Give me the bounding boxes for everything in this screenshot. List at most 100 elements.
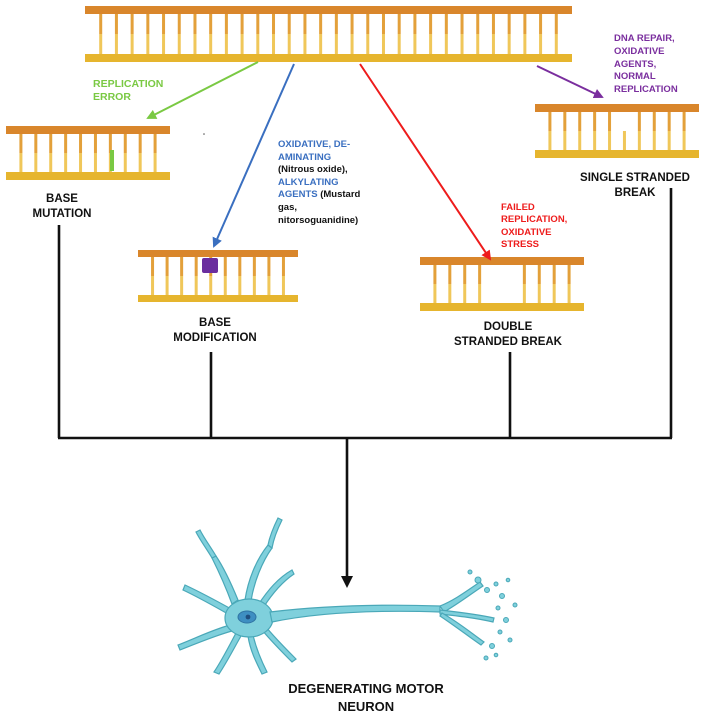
failed-replication-line-1: FAILED <box>501 202 535 213</box>
base-pair-top <box>64 134 68 153</box>
dna-repair-arrow <box>536 65 604 99</box>
base-pair-bottom <box>381 34 385 54</box>
base-pair-bottom <box>522 284 526 303</box>
base-pair-bottom <box>34 153 38 172</box>
base-pair-top <box>130 14 134 34</box>
replication-error-line-1: REPLICATION <box>93 78 164 90</box>
base-pair-bottom <box>433 284 437 303</box>
base-pair-bottom <box>19 153 23 172</box>
base-pair-top <box>448 265 452 284</box>
base-pair-bottom <box>267 276 271 295</box>
neuron-caption: DEGENERATING MOTOR NEURON <box>278 680 454 716</box>
base-pair-bottom <box>507 34 511 54</box>
motor-neuron-icon <box>177 517 495 675</box>
double-strand-line-2: STRANDED BREAK <box>454 336 562 348</box>
base-modification-caption: BASE MODIFICATION <box>160 316 270 346</box>
base-pair-bottom <box>682 131 686 150</box>
base-pair-top <box>548 112 552 131</box>
base-pair-bottom <box>552 284 556 303</box>
base-pair-top <box>539 14 543 34</box>
base-pair-top <box>563 112 567 131</box>
dna-ladder-double-strand-break-icon <box>420 257 584 311</box>
base-pair-top <box>162 14 166 34</box>
dna-ladder-icon <box>85 6 572 62</box>
bottom-backbone <box>6 172 170 180</box>
base-pair-bottom <box>209 34 213 54</box>
base-pair-top <box>303 14 307 34</box>
base-pair-top <box>522 265 526 284</box>
base-pair-top <box>256 14 260 34</box>
dna-repair-line-5: REPLICATION <box>614 84 678 96</box>
top-backbone <box>138 250 298 257</box>
base-pair-bottom <box>303 34 307 54</box>
base-pair-top <box>652 112 656 131</box>
base-pair-top <box>350 14 354 34</box>
base-pair-top <box>123 134 127 153</box>
base-pair-top <box>151 257 155 276</box>
base-pair-bottom <box>93 153 97 172</box>
base-pair-top <box>366 14 370 34</box>
base-pair-bottom <box>460 34 464 54</box>
base-pair-bottom <box>448 284 452 303</box>
base-pair-bottom <box>413 34 417 54</box>
failed-replication-label: FAILED REPLICATION, OXIDATIVE STRESS <box>501 202 567 251</box>
base-pair-top <box>194 257 198 276</box>
base-pair-bottom <box>563 131 567 150</box>
mutated-base-marker <box>110 150 114 171</box>
base-pair-top <box>281 257 285 276</box>
base-pair-bottom <box>637 131 641 150</box>
base-pair-bottom <box>177 34 181 54</box>
top-backbone <box>420 257 584 265</box>
oxidative-line-5a: AGENTS <box>278 189 318 201</box>
base-pair-bottom <box>478 284 482 303</box>
oxidative-line-3: (Nitrous oxide), <box>278 164 348 176</box>
base-pair-bottom <box>491 34 495 54</box>
base-pair-bottom <box>180 276 184 295</box>
neuron-caption-line-2: NEURON <box>337 699 395 714</box>
dna-repair-line-4: NORMAL <box>614 71 656 83</box>
bottom-backbone <box>138 295 298 302</box>
base-pair-bottom <box>151 276 155 295</box>
base-pair-top <box>637 112 641 131</box>
bottom-backbone <box>85 54 572 62</box>
dna-repair-line-1: DNA REPAIR, <box>614 33 675 44</box>
top-backbone <box>535 104 699 112</box>
oxidative-line-2: AMINATING <box>278 151 332 163</box>
base-pair-top <box>34 134 38 153</box>
base-pair-top <box>444 14 448 34</box>
top-backbone <box>6 126 170 134</box>
base-pair-bottom <box>223 276 227 295</box>
base-pair-top <box>267 257 271 276</box>
base-pair-top <box>478 265 482 284</box>
base-pair-top <box>460 14 464 34</box>
base-pair-bottom <box>240 34 244 54</box>
base-pair-top <box>523 14 527 34</box>
base-pair-bottom <box>146 34 150 54</box>
base-modification-line-2: MODIFICATION <box>173 332 257 344</box>
oxidative-line-7: nitorsoguanidine) <box>278 214 359 226</box>
dna-repair-line-2: OXIDATIVE <box>614 45 665 57</box>
base-pair-bottom <box>319 34 323 54</box>
base-pair-top <box>476 14 480 34</box>
base-pair-bottom <box>350 34 354 54</box>
base-pair-top <box>165 257 169 276</box>
base-pair-bottom <box>114 34 118 54</box>
neuron-caption-line-1: DEGENERATING MOTOR <box>288 681 444 696</box>
base-pair-bottom <box>667 131 671 150</box>
base-pair-top <box>146 14 150 34</box>
base-pair-top <box>79 134 83 153</box>
base-pair-bottom <box>397 34 401 54</box>
base-pair-top <box>537 265 541 284</box>
base-pair-bottom <box>130 34 134 54</box>
base-pair-top <box>180 257 184 276</box>
base-pair-top <box>108 134 112 153</box>
base-pair-bottom <box>429 34 433 54</box>
base-pair-bottom <box>64 153 68 172</box>
base-pair-bottom <box>567 284 571 303</box>
oxidative-line-6: gas, <box>278 201 298 213</box>
base-pair-bottom <box>334 34 338 54</box>
base-pair-bottom <box>287 34 291 54</box>
oxidative-label: OXIDATIVE, DE- AMINATING (Nitrous oxide)… <box>278 139 360 227</box>
base-pair-top <box>238 257 242 276</box>
